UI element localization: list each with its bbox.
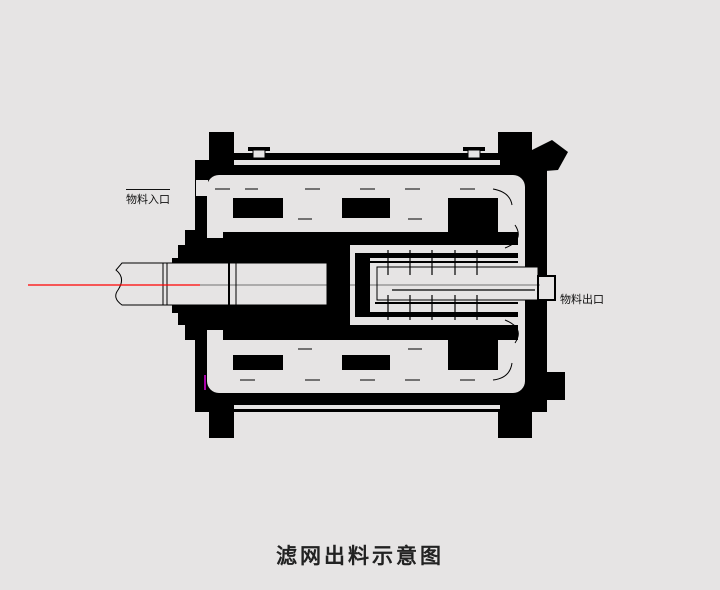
flow-arrows — [215, 188, 519, 381]
right-nozzle — [532, 140, 568, 172]
top-port-right — [463, 147, 485, 159]
top-port-left — [248, 147, 270, 159]
outlet-flange — [537, 275, 556, 301]
diagram-title: 滤网出料示意图 — [276, 544, 444, 568]
blades-bottom — [233, 355, 498, 370]
shaft — [115, 262, 328, 306]
outlet-label: 物料出口 — [560, 293, 604, 306]
right-lug — [532, 372, 565, 400]
inlet-label: 物料入口 — [126, 189, 170, 207]
blades-top — [233, 198, 498, 232]
